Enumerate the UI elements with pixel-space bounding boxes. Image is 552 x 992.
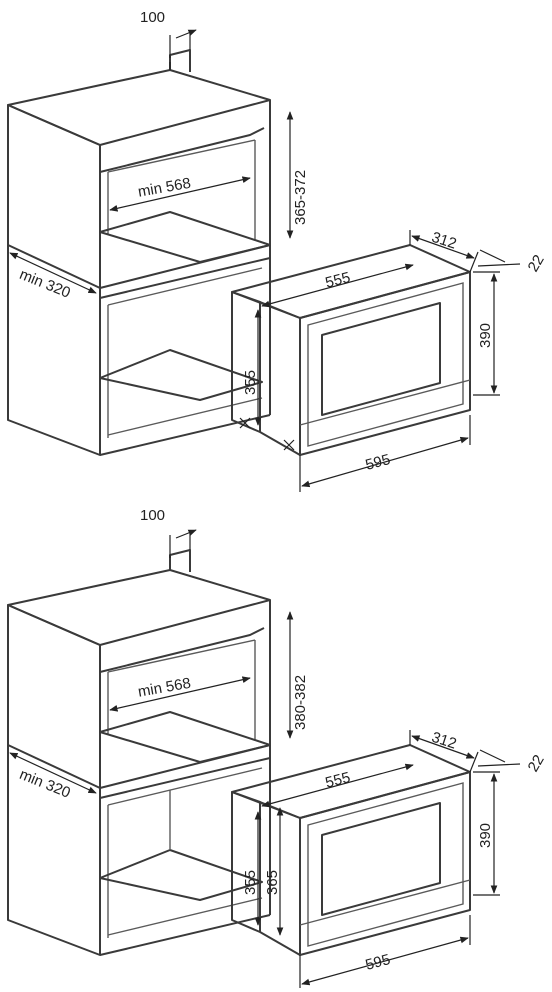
dimension-oven-width-body: 555 — [261, 263, 414, 308]
cabinet-top — [7, 49, 271, 456]
label-niche-height-b: 380-382 — [292, 675, 309, 730]
dimension-niche-depth-b: min 320 — [9, 752, 97, 802]
label-oven-height-body-b: 355 — [242, 870, 259, 895]
label-front-offset-b: 22 — [525, 752, 548, 775]
label-oven-width-body: 555 — [324, 269, 352, 292]
dimension-oven-height-front-b: 390 — [473, 771, 500, 896]
label-niche-width-b: min 568 — [137, 675, 193, 701]
diagram-bottom: 100 380-382 min 568 min 320 — [7, 507, 548, 988]
label-oven-width-front: 595 — [364, 451, 393, 474]
dimension-oven-height-body-b: 355 365 — [242, 807, 284, 936]
dimension-niche-width: min 568 — [109, 175, 251, 212]
dimension-oven-width-front: 595 — [299, 415, 471, 492]
dimension-oven-height-body: 355 — [242, 309, 262, 426]
dimension-front-offset: 22 — [477, 249, 548, 275]
dimension-oven-height-front: 390 — [473, 271, 500, 396]
dimension-niche-height-b: 380-382 — [286, 611, 309, 739]
dimension-oven-depth: 312 — [409, 229, 479, 273]
label-niche-width: min 568 — [137, 175, 193, 201]
label-front-offset: 22 — [525, 252, 548, 275]
label-top-clearance: 100 — [140, 9, 165, 26]
dimension-top-clearance-b: 100 — [140, 507, 197, 558]
dimension-niche-depth: min 320 — [9, 252, 97, 302]
cabinet-bottom — [7, 549, 271, 956]
dimension-oven-width-front-b: 595 — [299, 915, 471, 988]
label-oven-depth: 312 — [429, 229, 458, 253]
dimension-niche-height: 365-372 — [286, 111, 309, 239]
dimension-top-clearance: 100 — [140, 9, 197, 58]
label-top-clearance-b: 100 — [140, 507, 165, 524]
dimension-niche-width-b: min 568 — [109, 675, 251, 712]
label-oven-height-body-alt: 365 — [264, 870, 281, 895]
dimension-front-offset-b: 22 — [477, 749, 548, 775]
label-oven-height-front-b: 390 — [477, 823, 494, 848]
oven-bottom — [231, 744, 471, 956]
dimension-oven-depth-b: 312 — [409, 729, 479, 773]
oven-top — [231, 244, 471, 456]
label-niche-height: 365-372 — [292, 170, 309, 225]
label-oven-depth-b: 312 — [429, 729, 458, 753]
label-oven-width-front-b: 595 — [364, 951, 393, 974]
label-oven-width-body-b: 555 — [324, 769, 352, 792]
label-oven-height-body: 355 — [242, 370, 259, 395]
diagram-top: 100 365-372 min 568 min 320 — [7, 9, 548, 492]
dimension-oven-width-body-b: 555 — [261, 763, 414, 808]
label-oven-height-front: 390 — [477, 323, 494, 348]
